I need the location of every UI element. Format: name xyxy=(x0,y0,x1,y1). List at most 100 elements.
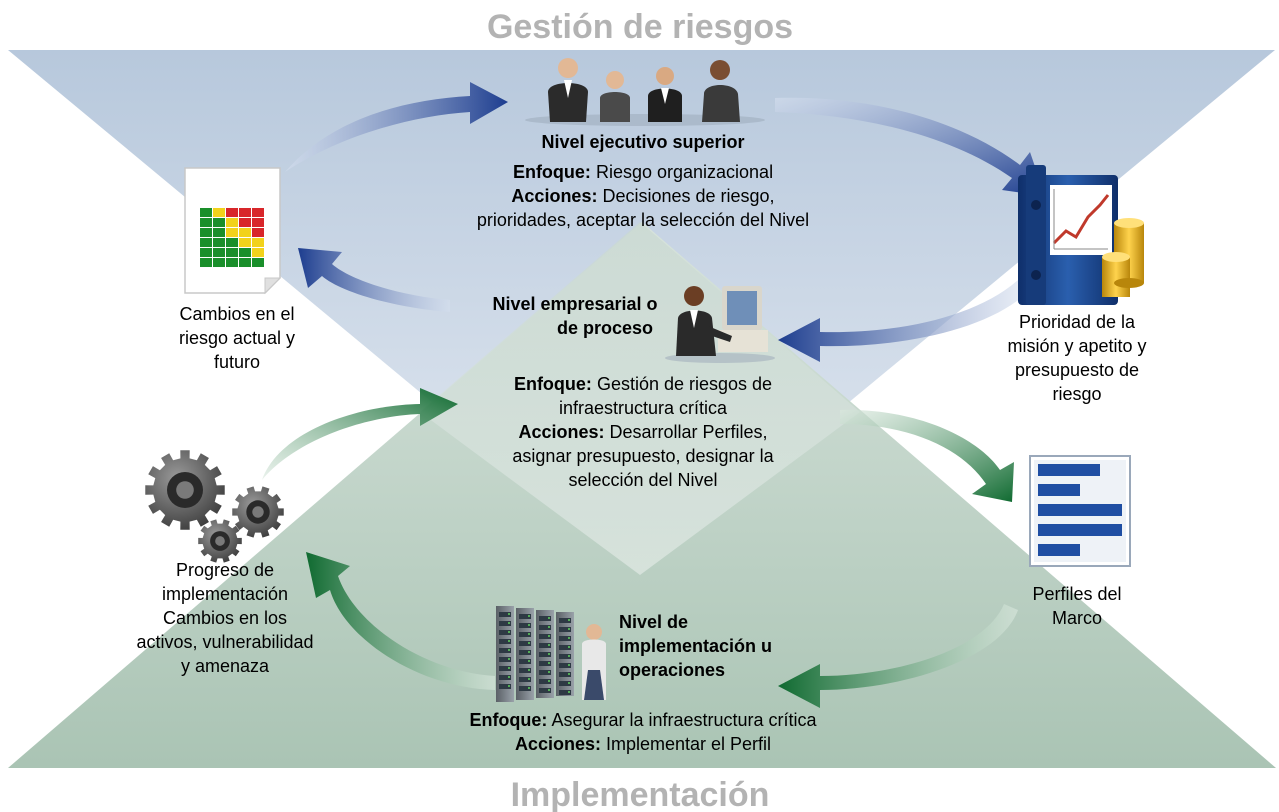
right-bottom-line-1: Perfiles del xyxy=(1032,584,1121,604)
business-actions-line-3: selección del Nivel xyxy=(568,470,717,490)
left-top-line-1: Cambios en el xyxy=(179,304,294,324)
rack-led xyxy=(568,619,570,621)
arrow-to-implementation xyxy=(778,604,1018,708)
rack-led xyxy=(548,635,550,637)
rack-unit xyxy=(559,663,571,668)
heatmap-cell xyxy=(239,258,251,267)
implementation-actions-text: Implementar el Perfil xyxy=(606,734,771,754)
heatmap-cell xyxy=(226,218,238,227)
rack-led xyxy=(548,626,550,628)
heatmap-cell xyxy=(239,248,251,257)
rack-unit xyxy=(499,621,511,626)
rack-unit xyxy=(499,639,511,644)
rack-unit xyxy=(559,636,571,641)
implementation-heading-2: implementación u xyxy=(619,636,772,656)
arrow-to-risk-report xyxy=(298,248,450,312)
executive-heading: Nivel ejecutivo superior xyxy=(541,132,744,152)
rack-unit xyxy=(539,616,551,621)
rack-unit xyxy=(539,670,551,675)
rack-unit xyxy=(519,641,531,646)
rack-unit xyxy=(499,612,511,617)
binder-chart-coins-icon xyxy=(1018,165,1144,305)
rack-unit xyxy=(539,625,551,630)
rack-led xyxy=(508,613,510,615)
implementation-heading-3: operaciones xyxy=(619,660,725,680)
rack-led xyxy=(528,660,530,662)
server-racks-technician-icon xyxy=(496,606,606,702)
arrow-to-executive xyxy=(285,82,508,172)
right-top-line-4: riesgo xyxy=(1052,384,1101,404)
rack-unit xyxy=(519,659,531,664)
center-diamond xyxy=(420,222,860,575)
rack-unit xyxy=(539,661,551,666)
heatmap-cell xyxy=(200,218,212,227)
right-top-line-1: Prioridad de la xyxy=(1019,312,1136,332)
rack-led xyxy=(528,678,530,680)
left-top-line-3: futuro xyxy=(214,352,260,372)
arrow-to-business-from-progress xyxy=(262,388,458,480)
bottom-title: Implementación xyxy=(511,776,770,812)
rack-unit xyxy=(539,643,551,648)
right-bottom-line-2: Marco xyxy=(1052,608,1102,628)
heatmap-cell xyxy=(239,208,251,217)
heatmap-cell xyxy=(252,258,264,267)
business-focus-text-1: Gestión de riesgos de xyxy=(597,374,772,394)
business-actions-line-2: asignar presupuesto, designar la xyxy=(512,446,774,466)
rack-unit xyxy=(559,654,571,659)
rack-unit xyxy=(559,627,571,632)
rack-unit xyxy=(559,681,571,686)
heatmap-cell xyxy=(252,218,264,227)
rack-unit xyxy=(499,666,511,671)
rack-unit xyxy=(559,690,571,695)
rack-led xyxy=(568,655,570,657)
rack-led xyxy=(528,615,530,617)
heatmap-cell xyxy=(200,258,212,267)
people-meeting-icon xyxy=(525,58,765,126)
right-top-line-3: presupuesto de xyxy=(1015,360,1139,380)
left-bottom-line-2: implementación xyxy=(162,584,288,604)
rack-led xyxy=(548,671,550,673)
business-heading-2: de proceso xyxy=(557,318,653,338)
rack-led xyxy=(568,637,570,639)
rack-led xyxy=(508,685,510,687)
rack-unit xyxy=(499,657,511,662)
executive-focus: Enfoque: Riesgo organizacional xyxy=(513,162,773,182)
heatmap-cell xyxy=(213,228,225,237)
heatmap-cell xyxy=(213,248,225,257)
rack-unit xyxy=(499,630,511,635)
business-actions-line-1: Acciones: Desarrollar Perfiles, xyxy=(518,422,767,442)
rack-led xyxy=(568,691,570,693)
rack-unit xyxy=(539,652,551,657)
business-heading-1: Nivel empresarial o xyxy=(492,294,657,314)
gear-axle xyxy=(215,536,225,546)
rack-led xyxy=(528,633,530,635)
rack-led xyxy=(508,640,510,642)
business-focus-line-1: Enfoque: Gestión de riesgos de xyxy=(514,374,772,394)
rack-led xyxy=(508,676,510,678)
rack-led xyxy=(528,624,530,626)
heatmap-cell xyxy=(226,228,238,237)
heatmap-cell xyxy=(239,228,251,237)
rack-led xyxy=(508,667,510,669)
person-at-computer-icon xyxy=(665,286,775,363)
arrow-to-progress xyxy=(306,552,495,690)
rack-led xyxy=(568,628,570,630)
executive-actions-label: Acciones: xyxy=(511,186,597,206)
rack-led xyxy=(528,642,530,644)
heatmap-cell xyxy=(226,208,238,217)
executive-actions-line-1: Acciones: Decisiones de riesgo, xyxy=(511,186,774,206)
gear-axle xyxy=(252,506,264,518)
rack-unit xyxy=(499,675,511,680)
rack-unit xyxy=(519,686,531,691)
rack-unit xyxy=(519,623,531,628)
arrow-to-profiles xyxy=(840,409,1014,502)
rack-led xyxy=(548,644,550,646)
business-focus-label: Enfoque: xyxy=(514,374,592,394)
heatmap-cell xyxy=(226,248,238,257)
rack-unit xyxy=(519,677,531,682)
implementation-actions: Acciones: Implementar el Perfil xyxy=(515,734,771,754)
executive-actions-line-2: prioridades, aceptar la selección del Ni… xyxy=(477,210,809,230)
heatmap-cell xyxy=(226,238,238,247)
rack-unit xyxy=(559,672,571,677)
left-bottom-line-5: y amenaza xyxy=(181,656,270,676)
